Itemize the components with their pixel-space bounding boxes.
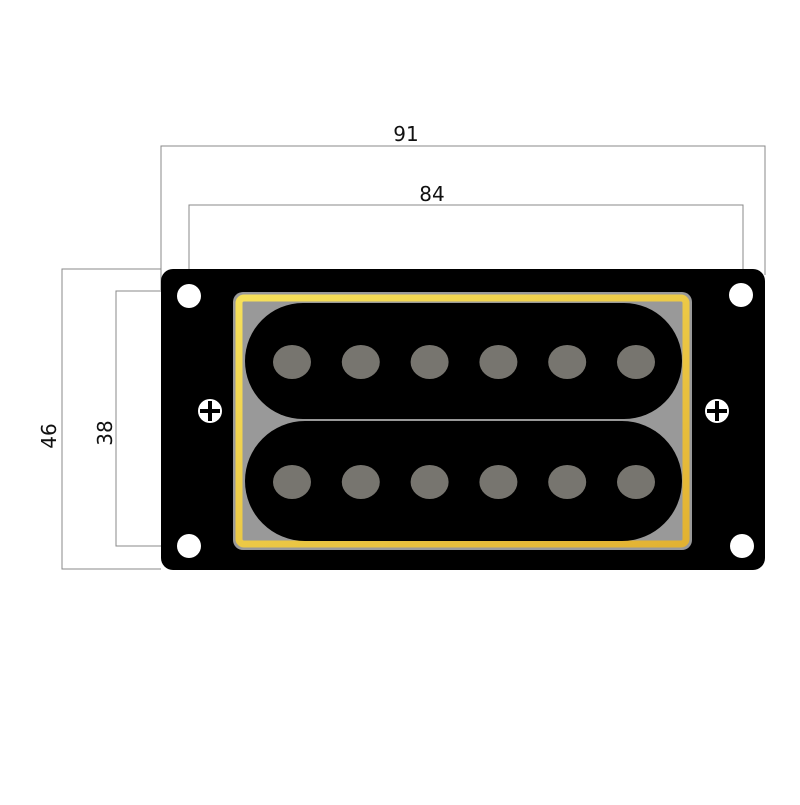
pole-piece-top-4: [479, 345, 518, 379]
pole-piece-bottom-1: [273, 465, 311, 499]
mount-hole-icon: [730, 534, 754, 558]
pole-piece-bottom-5: [548, 465, 587, 499]
pole-piece-top-3: [410, 345, 449, 379]
pole-piece-bottom-4: [479, 465, 518, 499]
pole-piece-top-1: [273, 345, 311, 379]
dim-46-line: [61, 268, 161, 570]
pole-piece-bottom-6: [617, 465, 655, 499]
mount-hole-icon: [177, 284, 201, 308]
dim-91-line: [160, 145, 766, 290]
height-screw-right-icon: [705, 399, 729, 423]
pole-piece-top-5: [548, 345, 587, 379]
dim-84-line: [188, 204, 744, 296]
dim-38-label: 38: [93, 420, 117, 445]
pole-pieces: [273, 345, 655, 499]
pole-piece-bottom-2: [341, 465, 380, 499]
dim-91-label: 91: [393, 122, 418, 146]
dim-46-label: 46: [37, 423, 61, 448]
coil-top: [245, 303, 682, 419]
coil-bottom: [245, 421, 682, 541]
dim-38-line: [115, 290, 189, 547]
mount-hole-icon: [177, 534, 201, 558]
mount-hole-icon: [729, 283, 753, 307]
pole-piece-top-2: [341, 345, 380, 379]
pole-piece-top-6: [617, 345, 655, 379]
dimension-lines: [61, 145, 766, 570]
pole-piece-bottom-3: [410, 465, 449, 499]
pickup-frame-yellow-border: [235, 294, 690, 548]
height-screw-left-icon: [198, 399, 222, 423]
mount-holes: [177, 283, 754, 558]
dim-84-label: 84: [419, 182, 444, 206]
